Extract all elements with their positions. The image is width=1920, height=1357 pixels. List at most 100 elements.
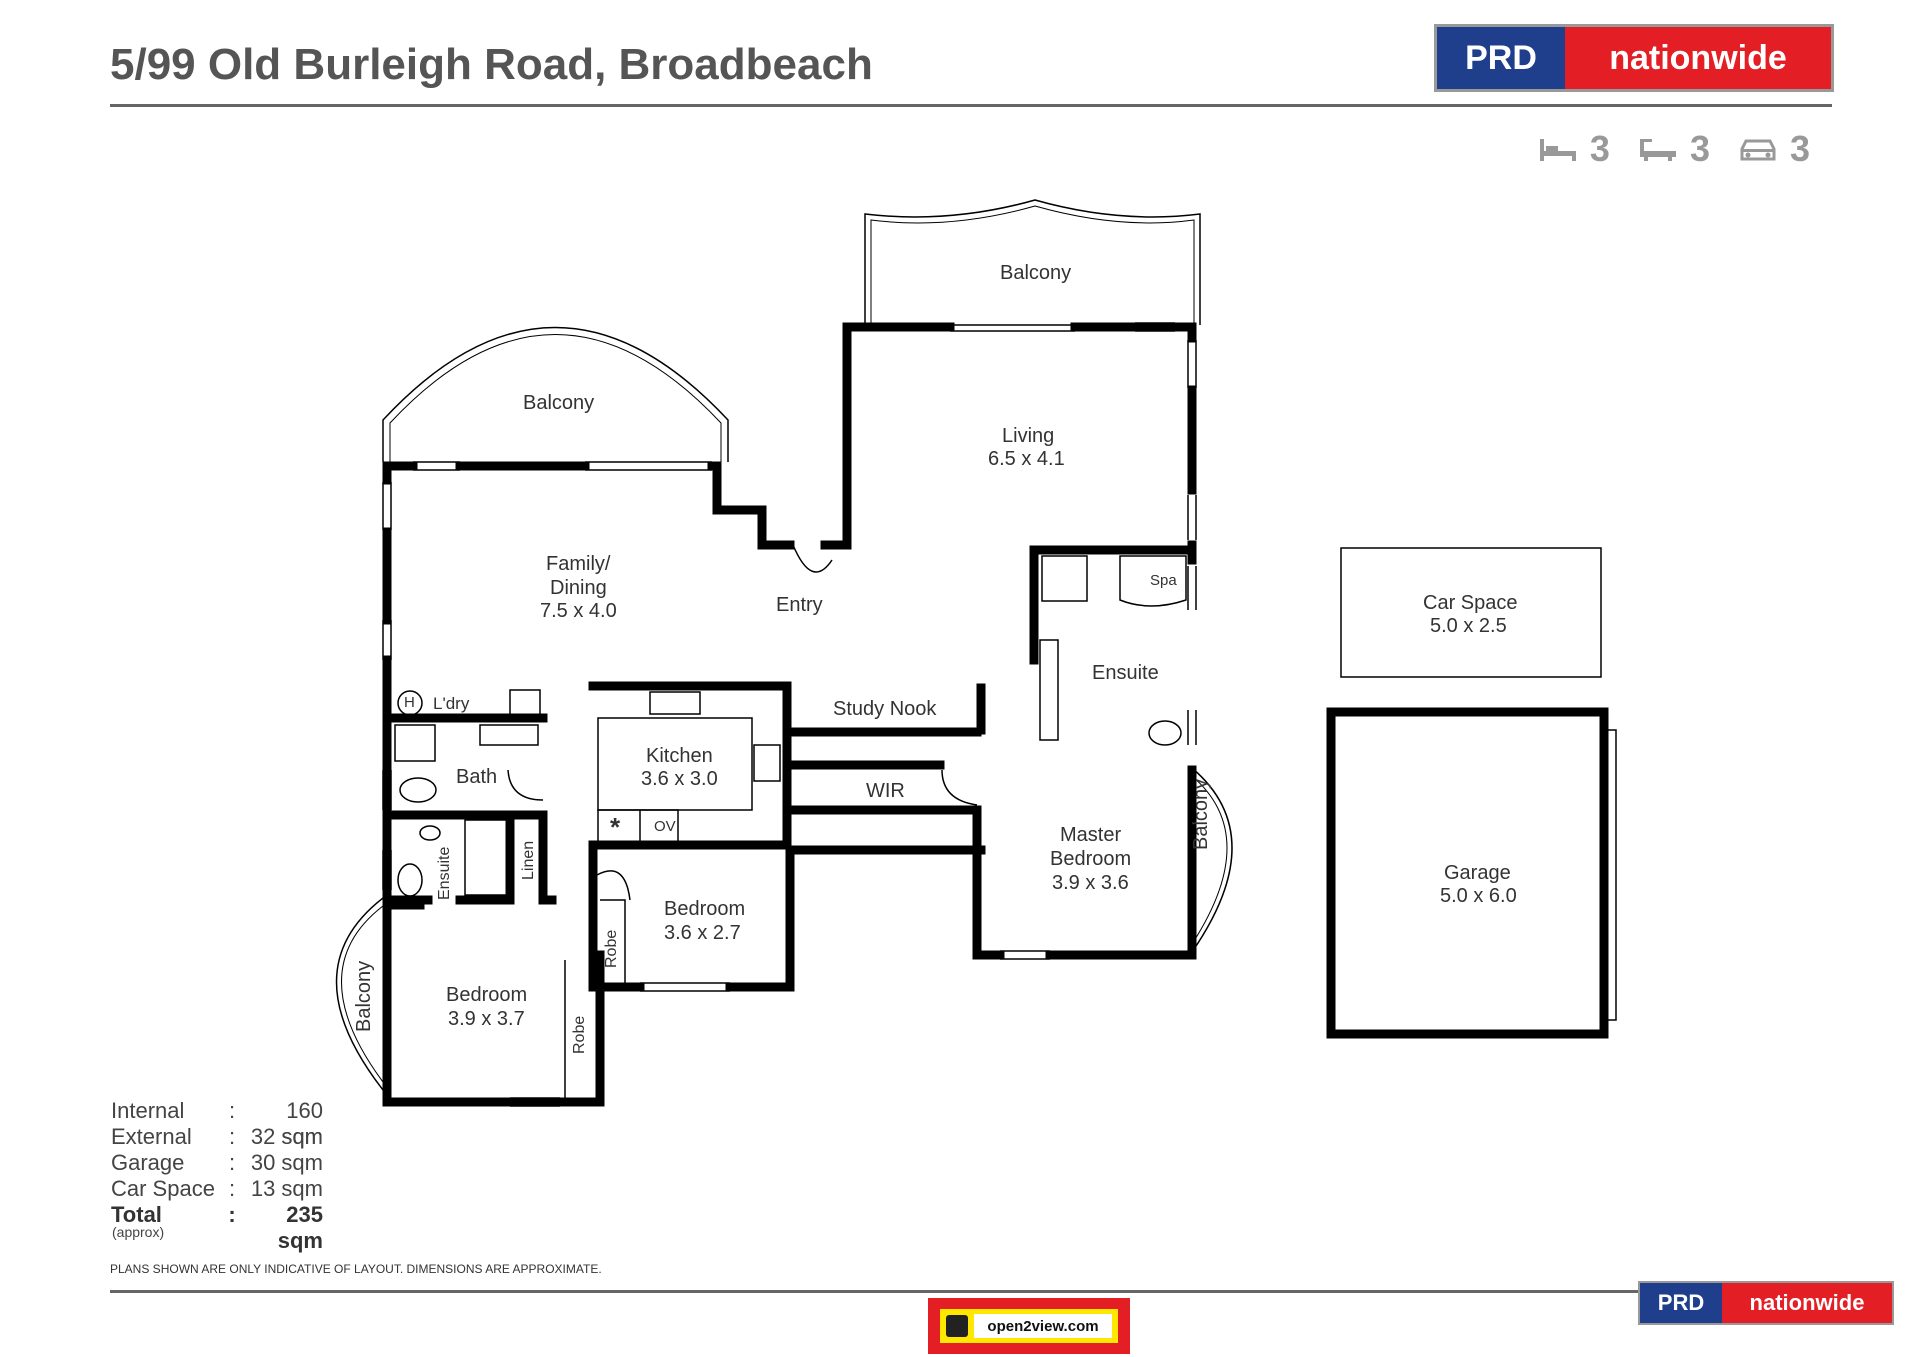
- wall-ensuite-small: [382, 810, 433, 905]
- door-bed2: [596, 870, 631, 901]
- area-value: 30 sqm: [250, 1150, 323, 1175]
- open2view-badge[interactable]: open2view.com: [928, 1298, 1130, 1354]
- disclaimer: PLANS SHOWN ARE ONLY INDICATIVE OF LAYOU…: [110, 1262, 602, 1276]
- area-value: 13 sqm: [250, 1176, 323, 1201]
- label-ensuite-master: Ensuite: [1092, 662, 1159, 684]
- cars-feature: 3: [1738, 128, 1810, 170]
- footer-rule: [110, 1290, 1700, 1293]
- laundry-tub: [509, 689, 541, 719]
- area-label: Garage: [111, 1150, 185, 1175]
- label-spa: Spa: [1150, 572, 1177, 589]
- area-row-car-space: Car Space : 13 sqm: [111, 1176, 323, 1202]
- label-wir: WIR: [866, 780, 905, 802]
- label-kitchen-dim: 3.6 x 3.0: [641, 768, 718, 790]
- label-master-dim: 3.9 x 3.6: [1052, 872, 1129, 894]
- prd-logo-footer: PRD nationwide: [1638, 1281, 1894, 1325]
- prd-logo-left: PRD: [1437, 27, 1565, 89]
- label-kitchen: Kitchen: [646, 745, 713, 767]
- label-balcony-top: Balcony: [1000, 262, 1072, 284]
- area-label: External: [111, 1124, 192, 1149]
- label-study-nook: Study Nook: [833, 698, 937, 720]
- label-oven: OV: [654, 818, 676, 835]
- toilet-bath: [399, 777, 437, 803]
- balcony-bed3-outline-inner: [341, 905, 384, 1083]
- prd-logo-right: nationwide: [1565, 27, 1831, 89]
- area-value: 160 sqm: [281, 1098, 323, 1149]
- label-living: Living: [1002, 425, 1055, 447]
- shower-bath: [394, 724, 436, 762]
- balcony-top-outline: [864, 199, 1201, 325]
- label-car-space-dim: 5.0 x 2.5: [1430, 615, 1507, 637]
- door-bath: [507, 769, 544, 801]
- basin-ensuite-small: [419, 825, 441, 841]
- wall-bed2-bottom: [725, 845, 986, 992]
- open2view-text: open2view.com: [974, 1314, 1112, 1338]
- page-title: 5/99 Old Burleigh Road, Broadbeach: [110, 40, 873, 89]
- label-garage-dim: 5.0 x 6.0: [1440, 885, 1517, 907]
- beds-count: 3: [1589, 128, 1610, 169]
- area-colon: :: [228, 1202, 236, 1227]
- wall-family-top-3: [707, 461, 795, 550]
- area-label: Car Space: [111, 1176, 215, 1201]
- label-master-2: Bedroom: [1050, 848, 1132, 870]
- feature-summary: 3 3 3: [1538, 128, 1810, 170]
- bed-icon: [1539, 139, 1576, 161]
- car-space-box: [1340, 547, 1602, 678]
- area-label: Internal: [111, 1098, 185, 1123]
- shower-master: [1041, 555, 1088, 602]
- area-colon: :: [228, 1176, 236, 1201]
- label-balcony-bed3: Balcony: [353, 960, 375, 1032]
- oven-box: [597, 809, 679, 843]
- prd-logo-header: PRD nationwide: [1434, 24, 1834, 92]
- door-master: [941, 769, 978, 806]
- header-rule: [110, 104, 1832, 107]
- area-row-garage: Garage : 30 sqm: [111, 1150, 323, 1176]
- balcony-left-outline-inner: [389, 334, 722, 462]
- balcony-outlines: [335, 199, 1233, 1091]
- vanity-bath: [479, 724, 539, 746]
- prd-logo-footer-left: PRD: [1640, 1283, 1722, 1323]
- area-summary: Internal : 160 sqm External : 32 sqm Gar…: [111, 1098, 323, 1253]
- balcony-master-outline-inner: [1191, 775, 1228, 945]
- wall-family-left-3: [382, 655, 605, 1107]
- area-colon: :: [228, 1124, 236, 1149]
- label-linen: Linen: [520, 840, 537, 880]
- label-balcony-master: Balcony: [1190, 778, 1212, 850]
- label-balcony-left: Balcony: [523, 392, 595, 414]
- label-garage: Garage: [1444, 862, 1511, 884]
- wall-linen: [538, 810, 557, 905]
- windows: [382, 322, 1197, 1107]
- toilet-ensuite-small: [397, 863, 423, 897]
- label-car-space: Car Space: [1423, 592, 1518, 614]
- balcony-left-outline: [382, 326, 729, 462]
- beds-feature: 3: [1538, 128, 1610, 170]
- toilet-master: [1148, 720, 1182, 746]
- label-bedroom3: Bedroom: [446, 984, 528, 1006]
- area-row-internal: Internal : 160 sqm: [111, 1098, 323, 1149]
- label-family-dim: 7.5 x 4.0: [540, 600, 617, 622]
- label-entry: Entry: [776, 594, 823, 616]
- label-master-1: Master: [1060, 824, 1122, 846]
- area-row-external: External : 32 sqm: [111, 1124, 323, 1150]
- garage-door: [1608, 729, 1617, 1021]
- label-ensuite-small: Ensuite: [436, 846, 453, 900]
- label-bath: Bath: [456, 766, 498, 788]
- label-family-1: Family/: [546, 553, 611, 575]
- area-row-total: Total : 235 sqm: [111, 1202, 323, 1253]
- label-bedroom3-dim: 3.9 x 3.7: [448, 1008, 525, 1030]
- label-bedroom2: Bedroom: [664, 898, 746, 920]
- baths-count: 3: [1689, 128, 1710, 169]
- area-value: 32 sqm: [250, 1124, 323, 1149]
- spa-arc: [1119, 555, 1187, 607]
- label-living-dim: 6.5 x 4.1: [988, 448, 1065, 470]
- prd-logo-footer-right: nationwide: [1722, 1283, 1892, 1323]
- car-icon: [1740, 139, 1776, 161]
- wall-ensuite-small-2: [455, 810, 515, 905]
- bath-icon: [1639, 139, 1676, 161]
- approx-note: (approx): [112, 1224, 165, 1240]
- robe2-line: [600, 899, 626, 985]
- area-label: Total: [111, 1202, 162, 1227]
- bath-tub-ensuite: [464, 819, 511, 896]
- label-laundry-h: H: [404, 694, 415, 711]
- walls: [382, 322, 1609, 1107]
